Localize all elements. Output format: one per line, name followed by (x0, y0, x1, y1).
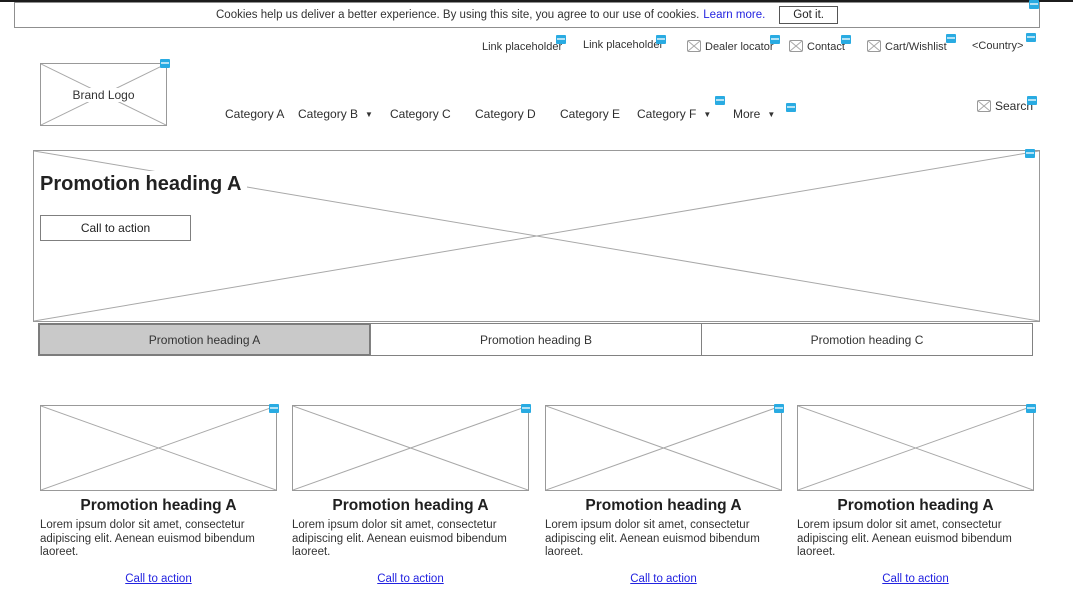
annotation-marker-icon (786, 103, 796, 112)
utility-link-contact[interactable]: Contact (789, 40, 845, 53)
nav-category-c[interactable]: Category C (390, 107, 451, 121)
promo-card-heading: Promotion heading A (837, 497, 994, 514)
annotation-marker-icon (1029, 0, 1039, 9)
annotation-marker-icon (1025, 149, 1035, 158)
annotation-marker-icon (1026, 404, 1036, 413)
promo-card-cta-link[interactable]: Call to action (125, 572, 192, 585)
brand-logo[interactable]: Brand Logo (40, 63, 167, 126)
annotation-marker-icon (521, 404, 531, 413)
hero-call-to-action-button[interactable]: Call to action (40, 215, 191, 241)
got-it-button[interactable]: Got it. (779, 6, 838, 24)
annotation-marker-icon (774, 404, 784, 413)
cookie-message: Cookies help us deliver a better experie… (216, 9, 700, 21)
promo-card-cta-link[interactable]: Call to action (377, 572, 444, 585)
utility-link-label: Cart/Wishlist (885, 41, 947, 53)
promo-card: Promotion heading A Lorem ipsum dolor si… (292, 404, 531, 585)
annotation-marker-icon (269, 404, 279, 413)
promo-card-heading: Promotion heading A (585, 497, 742, 514)
cookie-banner: Cookies help us deliver a better experie… (14, 2, 1040, 28)
promo-card: Promotion heading A Lorem ipsum dolor si… (797, 404, 1036, 585)
annotation-marker-icon (1027, 96, 1037, 105)
chevron-down-icon: ▼ (365, 110, 373, 119)
tab-promotion-b[interactable]: Promotion heading B (370, 323, 702, 356)
nav-more[interactable]: More▼ (733, 107, 776, 121)
country-selector[interactable]: <Country> (972, 40, 1024, 52)
annotation-marker-icon (656, 35, 666, 44)
promo-image-placeholder[interactable] (545, 404, 784, 491)
learn-more-link[interactable]: Learn more. (703, 9, 766, 21)
nav-category-b[interactable]: Category B▼ (298, 107, 373, 121)
utility-link-1[interactable]: Link placeholder (482, 41, 563, 53)
promo-card-body: Lorem ipsum dolor sit amet, consectetur … (797, 519, 1012, 558)
nav-category-f[interactable]: Category F▼ (637, 107, 712, 121)
annotation-marker-icon (556, 35, 566, 44)
promo-card: Promotion heading A Lorem ipsum dolor si… (40, 404, 279, 585)
hero-banner[interactable]: Promotion heading A Call to action (33, 150, 1040, 322)
brand-logo-label: Brand Logo (41, 64, 166, 125)
annotation-marker-icon (715, 96, 725, 105)
nav-category-d[interactable]: Category D (475, 107, 536, 121)
page-top-border (0, 0, 1073, 2)
promo-card-body: Lorem ipsum dolor sit amet, consectetur … (545, 519, 760, 558)
annotation-marker-icon (946, 34, 956, 43)
promo-card: Promotion heading A Lorem ipsum dolor si… (545, 404, 784, 585)
promo-card-body: Lorem ipsum dolor sit amet, consectetur … (292, 519, 507, 558)
annotation-marker-icon (160, 59, 170, 68)
annotation-marker-icon (1026, 33, 1036, 42)
promo-card-heading: Promotion heading A (332, 497, 489, 514)
promo-card-cta-link[interactable]: Call to action (630, 572, 697, 585)
utility-link-cart-wishlist[interactable]: Cart/Wishlist (867, 40, 947, 53)
image-placeholder-icon (789, 40, 803, 52)
utility-link-label: Contact (807, 41, 845, 53)
utility-link-label: Dealer locator (705, 41, 774, 53)
tab-promotion-a[interactable]: Promotion heading A (38, 323, 371, 356)
search-label: Search (995, 99, 1034, 113)
tab-promotion-c[interactable]: Promotion heading C (701, 323, 1033, 356)
search-button[interactable]: Search (977, 99, 1033, 113)
utility-link-dealer-locator[interactable]: Dealer locator (687, 40, 773, 53)
promo-image-placeholder[interactable] (292, 404, 531, 491)
hero-heading: Promotion heading A (39, 171, 248, 198)
promo-card-cta-link[interactable]: Call to action (882, 572, 949, 585)
image-placeholder-icon (687, 40, 701, 52)
promo-card-heading: Promotion heading A (80, 497, 237, 514)
promo-image-placeholder[interactable] (797, 404, 1036, 491)
nav-category-e[interactable]: Category E (560, 107, 621, 121)
promo-image-placeholder[interactable] (40, 404, 279, 491)
chevron-down-icon: ▼ (703, 110, 712, 119)
nav-category-a[interactable]: Category A (225, 107, 285, 121)
search-image-placeholder-icon (977, 100, 991, 112)
annotation-marker-icon (770, 35, 780, 44)
utility-link-2[interactable]: Link placeholder (583, 39, 664, 51)
promo-card-body: Lorem ipsum dolor sit amet, consectetur … (40, 519, 255, 558)
image-placeholder-icon (867, 40, 881, 52)
chevron-down-icon: ▼ (767, 110, 776, 119)
annotation-marker-icon (841, 35, 851, 44)
